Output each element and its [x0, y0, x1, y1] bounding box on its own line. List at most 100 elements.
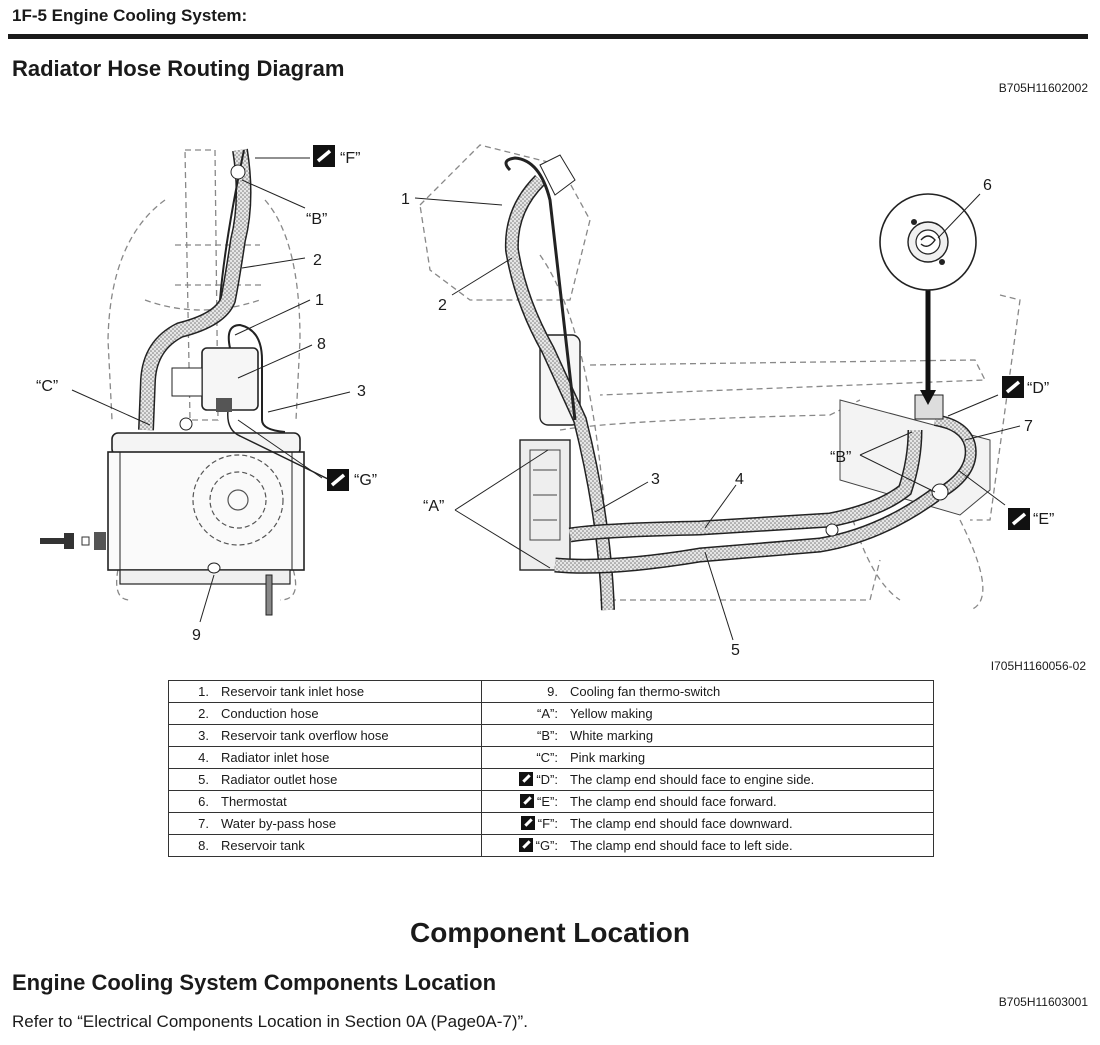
- legend-row: 1.Reservoir tank inlet hose 9. Cooling fan…: [168, 680, 934, 703]
- callout-3-left: 3: [357, 383, 366, 400]
- right-hoses: [504, 154, 977, 611]
- callout-2-right: 2: [438, 297, 447, 314]
- legend-note-mark: “C”:: [482, 750, 570, 765]
- routing-code: B705H11602002: [998, 81, 1088, 95]
- legend-note-mark: “B”:: [482, 728, 570, 743]
- clamp-icon: [520, 816, 535, 830]
- callout-B-right: “B”: [830, 449, 851, 466]
- callout-2-left: 2: [313, 252, 322, 269]
- legend-note-key: “D”:: [536, 772, 558, 787]
- callout-6: 6: [983, 177, 992, 194]
- callout-C: “C”: [36, 378, 58, 395]
- clamp-icon: [313, 145, 335, 167]
- legend-note-key: “G”:: [535, 838, 558, 853]
- legend-note-mark: “D”:: [482, 772, 570, 787]
- clamp-icon: [327, 469, 349, 491]
- legend-item-number: 1.: [198, 684, 209, 699]
- callout-G: “G”: [354, 472, 377, 489]
- legend-note-mark: “G”:: [482, 838, 570, 853]
- legend-item-number: 4.: [198, 750, 209, 765]
- legend-note-cell: “F”: The clamp end should face downward.: [481, 812, 934, 835]
- legend-note-cell: “B”: White marking: [481, 724, 934, 747]
- routing-title: Radiator Hose Routing Diagram: [12, 56, 345, 81]
- legend-note-key: “E”:: [537, 794, 558, 809]
- legend-note-key: “C”:: [536, 750, 558, 765]
- legend-note-key: “A”:: [537, 706, 558, 721]
- legend-note-mark: 9.: [482, 684, 570, 699]
- legend-note-cell: “D”: The clamp end should face to engine …: [481, 768, 934, 791]
- clamp-icon: [1002, 376, 1024, 398]
- hose-routing-diagram: “F” “B” 2 1 8 3 “C” “G” 9: [36, 144, 1054, 659]
- legend-item-cell: 6. Thermostat: [168, 790, 482, 813]
- section-header: 1F-5 Engine Cooling System:: [12, 6, 248, 25]
- callout-8: 8: [317, 336, 326, 353]
- legend-note-mark: “F”:: [482, 816, 570, 831]
- legend-note-cell: “A”: Yellow making: [481, 702, 934, 725]
- legend-note-mark: “A”:: [482, 706, 570, 721]
- legend-row: 5. Radiator outlet hose “D”: The clamp end …: [168, 768, 934, 791]
- legend-item-cell: 3. Reservoir tank overflow hose: [168, 724, 482, 747]
- legend-item-number: 5.: [198, 772, 209, 787]
- callout-3-right: 3: [651, 471, 660, 488]
- legend-note-text: Cooling fan thermo-switch: [570, 684, 721, 699]
- legend-note-key: “B”:: [537, 728, 558, 743]
- diagram-image-code: I705H1160056-02: [990, 659, 1086, 673]
- callout-A: “A”: [423, 498, 444, 515]
- legend-note-cell: 9. Cooling fan thermo-switch: [481, 680, 934, 703]
- legend-item-cell: 5. Radiator outlet hose: [168, 768, 482, 791]
- legend-note-text: Yellow making: [570, 706, 653, 721]
- legend-note-text: The clamp end should face to left side.: [570, 838, 793, 853]
- callout-E: “E”: [1033, 511, 1054, 528]
- legend-item-label: Reservoir tank: [221, 838, 305, 853]
- callout-9: 9: [192, 627, 201, 644]
- legend-note-text: The clamp end should face downward.: [570, 816, 793, 831]
- callout-1-right: 1: [401, 191, 410, 208]
- left-leader-lines: [71, 157, 351, 623]
- mounting-bolt: [40, 532, 106, 550]
- callout-5: 5: [731, 642, 740, 659]
- legend-note-cell: “C”: Pink marking: [481, 746, 934, 769]
- legend-item-number: 3.: [198, 728, 209, 743]
- left-hoses: [138, 148, 331, 481]
- clamp-icon: [519, 772, 534, 786]
- legend-item-label: Reservoir tank overflow hose: [221, 728, 389, 743]
- legend-note-key: 9.: [547, 684, 558, 699]
- thermostat-detail: [879, 193, 977, 405]
- left-frame-view: [107, 149, 301, 601]
- legend-row: 2. Conduction hose “A”: Yellow making: [168, 702, 934, 725]
- legend-item-label: Water by-pass hose: [221, 816, 337, 831]
- components-location-subtitle: Engine Cooling System Components Locatio…: [12, 970, 497, 995]
- legend-note-text: The clamp end should face to engine side…: [570, 772, 815, 787]
- callout-4: 4: [735, 471, 744, 488]
- legend-row: 7.Water by-pass hose“F”:The clamp end sh…: [168, 812, 934, 835]
- legend-note-mark: “E”:: [482, 794, 570, 809]
- legend-note-text: The clamp end should face forward.: [570, 794, 777, 809]
- legend-item-label: Thermostat: [221, 794, 287, 809]
- legend-table: 1.Reservoir tank inlet hose 9. Cooling fan…: [168, 680, 934, 857]
- legend-note-key: “F”:: [537, 816, 558, 831]
- right-leader-lines: [414, 193, 1021, 641]
- reference-text: Refer to “Electrical Components Location…: [12, 1012, 528, 1031]
- clamp-icon: [1008, 508, 1030, 530]
- legend-row: 3. Reservoir tank overflow hose “B”: White …: [168, 724, 934, 747]
- components-location-code: B705H11603001: [998, 995, 1088, 1009]
- clamp-icon: [518, 838, 533, 852]
- legend-note-cell: “E”: The clamp end should face forward.: [481, 790, 934, 813]
- legend-row: 6. Thermostat “E”: The clamp end should fac…: [168, 790, 934, 813]
- legend-note-text: Pink marking: [570, 750, 646, 765]
- legend-item-number: 2.: [198, 706, 209, 721]
- legend-row: 8. Reservoir tank “G”: The clamp end should…: [168, 834, 934, 857]
- legend-item-number: 6.: [198, 794, 209, 809]
- legend-item-number: 8.: [198, 838, 209, 853]
- callout-B-left: “B”: [306, 211, 327, 228]
- legend-item-cell: 4.Radiator inlet hose: [168, 746, 482, 769]
- legend-row: 4.Radiator inlet hose “C”: Pink marking: [168, 746, 934, 769]
- legend-item-cell: 1.Reservoir tank inlet hose: [168, 680, 482, 703]
- legend-note-text: White marking: [570, 728, 654, 743]
- callout-1-left: 1: [315, 292, 324, 309]
- callout-7: 7: [1024, 418, 1033, 435]
- component-location-title: Component Location: [410, 917, 690, 948]
- legend-item-label: Conduction hose: [221, 706, 319, 721]
- legend-note-cell: “G”: The clamp end should face to left si…: [481, 834, 934, 857]
- legend-item-label: Radiator outlet hose: [221, 772, 338, 787]
